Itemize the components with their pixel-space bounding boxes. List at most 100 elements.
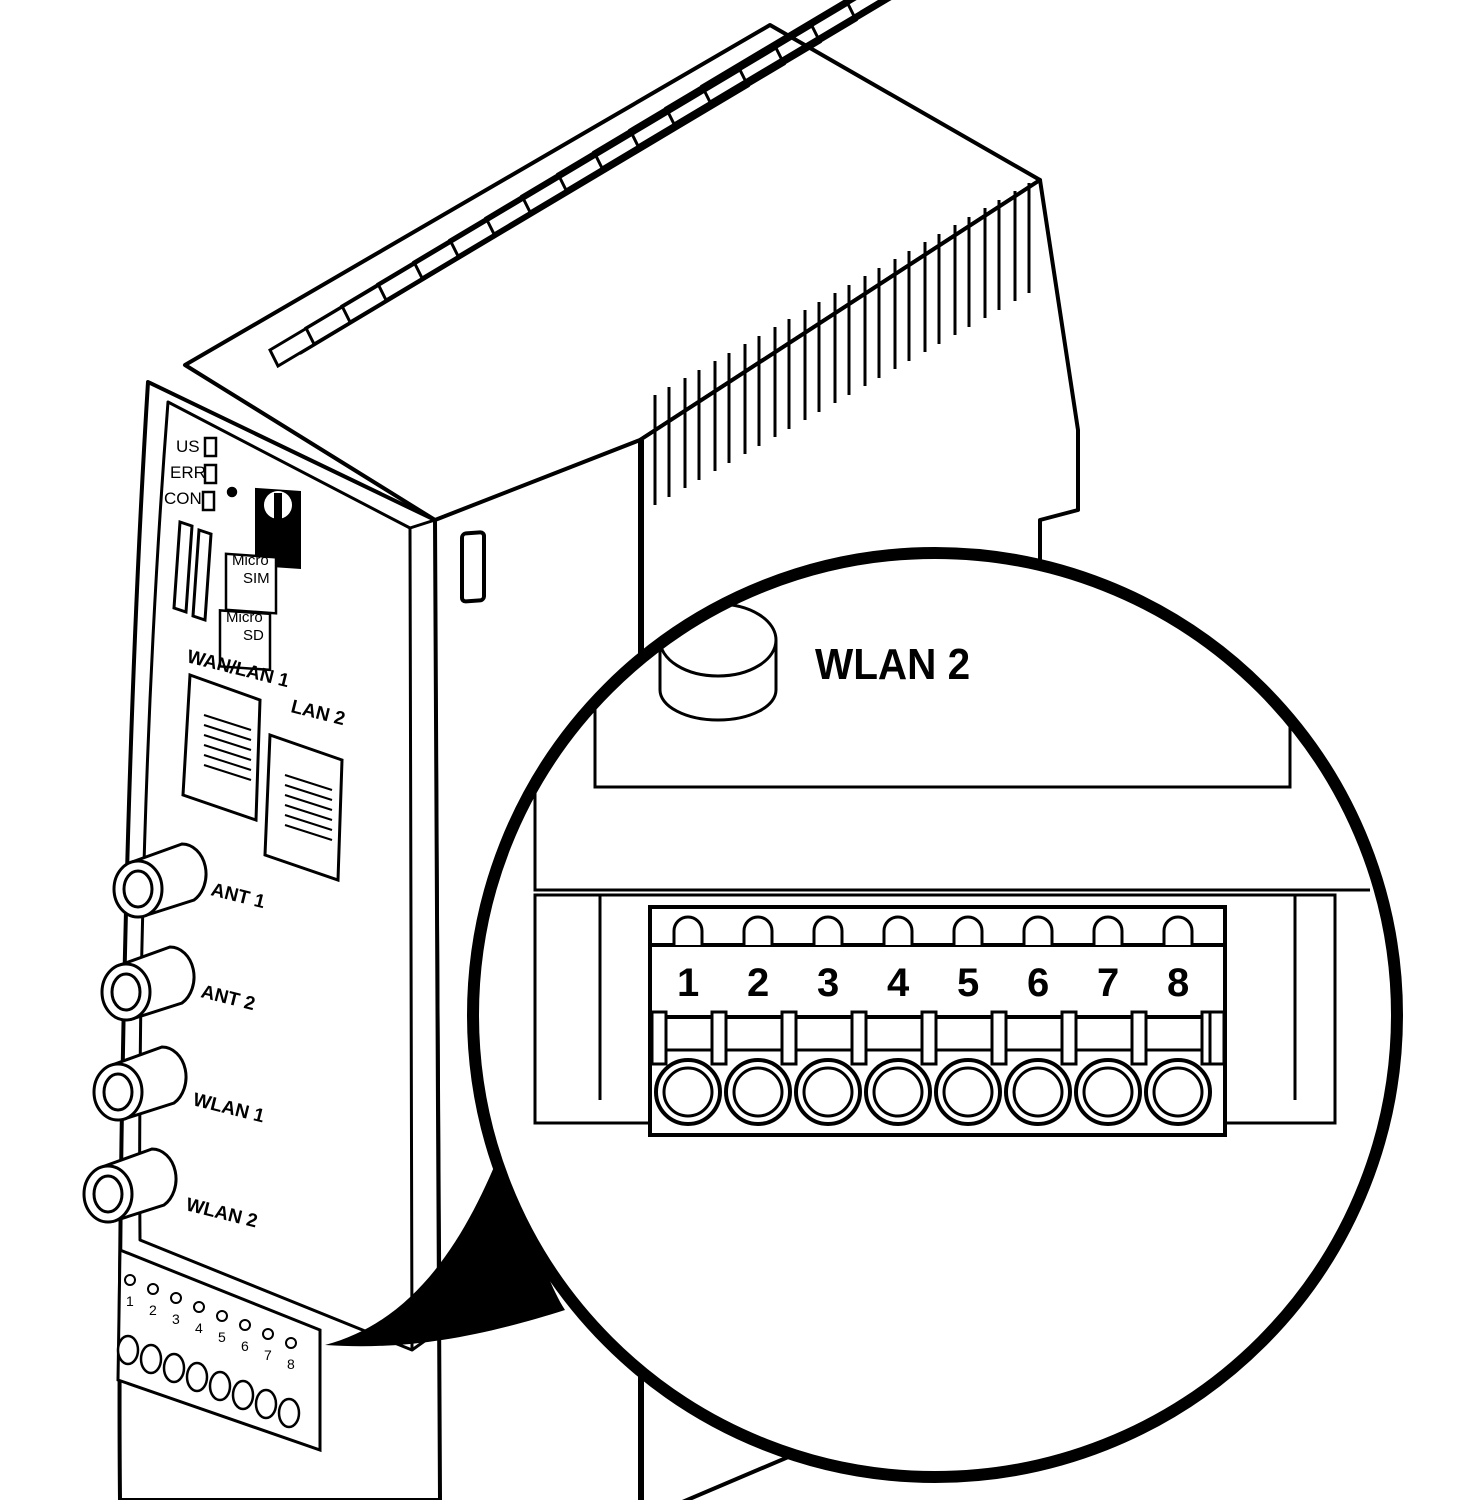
terminal-screw[interactable] [864,1058,932,1126]
terminal-release-tab[interactable] [850,1010,868,1066]
terminal-release-tab[interactable] [920,1010,938,1066]
terminal-contact [812,915,844,945]
side-rib [983,200,1001,318]
side-rib [743,336,761,454]
antenna-connector-icon[interactable] [100,945,196,1022]
side-ribs [653,183,1031,505]
brand-logo [255,487,301,570]
terminal-number: 8 [287,1356,295,1372]
terminal-number: 5 [957,961,979,1005]
cooling-fin-slot [731,0,884,91]
side-rib [653,387,671,505]
terminal-screw[interactable] [208,1370,232,1402]
terminal-contact [1162,915,1194,945]
terminal-screw[interactable] [139,1343,163,1375]
cooling-fin [592,0,887,171]
terminal-screw[interactable] [1004,1058,1072,1126]
side-rib [893,251,911,369]
terminal-number: 5 [218,1329,226,1345]
terminal-screw[interactable] [185,1361,209,1393]
terminal-screw[interactable] [116,1334,140,1366]
side-rib [713,353,731,471]
terminal-screw[interactable] [1144,1058,1212,1126]
led-indicator [203,463,218,485]
detail-title: WLAN 2 [815,639,970,688]
terminal-screw[interactable] [794,1058,862,1126]
terminal-number: 1 [126,1293,134,1309]
terminal-screw[interactable] [1074,1058,1142,1126]
terminal-screw[interactable] [254,1388,278,1420]
lan-port[interactable] [263,732,344,883]
sim-slot[interactable] [172,519,194,615]
terminal-contact [193,1301,205,1313]
led-err: ERR [170,463,218,485]
ethernet-ports: WAN/LAN 1 LAN 2 [181,646,347,883]
terminal-contact [952,915,984,945]
side-rib [923,234,941,352]
terminal-number: 2 [149,1302,157,1318]
svg-text:SIM: SIM [243,570,270,587]
terminal-contact [147,1283,159,1295]
terminal-release-tab[interactable] [710,1010,728,1066]
sd-slot[interactable] [191,527,213,623]
cooling-fin [700,0,885,105]
terminal-screw[interactable] [277,1397,301,1429]
terminal-release-tab[interactable] [1130,1010,1148,1066]
terminal-screw[interactable] [231,1379,255,1411]
terminal-contact [170,1292,182,1304]
terminal-contact [1092,915,1124,945]
cooling-fin [628,0,887,149]
led-group: US ERR CON [164,436,238,512]
terminal-release-tab[interactable] [990,1010,1008,1066]
terminal-screw[interactable] [654,1058,722,1126]
antenna-connectors [82,842,208,1224]
cooling-fin [664,0,886,127]
terminal-contact [285,1337,297,1349]
terminal-number: 8 [1167,961,1189,1005]
terminal-number: 7 [1097,961,1119,1005]
terminal-release-tab[interactable] [650,1010,668,1066]
terminal-release-tab[interactable] [1060,1010,1078,1066]
side-rib [773,319,791,437]
led-label: US [176,437,200,456]
terminal-contact [1022,915,1054,945]
terminal-release-tab[interactable] [1208,1010,1226,1066]
reset-button[interactable] [226,486,238,498]
terminal-contact [742,915,774,945]
terminal-number: 4 [887,961,910,1005]
side-rib [683,370,701,488]
side-rib [1013,183,1031,301]
led-us: US [176,436,218,458]
terminal-number: 3 [817,961,839,1005]
terminal-number: 1 [677,961,699,1005]
side-rib [833,285,851,403]
terminal-release-tab[interactable] [780,1010,798,1066]
terminal-number: 6 [241,1338,249,1354]
terminal-screw[interactable] [162,1352,186,1384]
side-rib [953,217,971,335]
led-label: CON [164,489,202,508]
card-slots: Micro SIM Micro SD [172,519,278,672]
wan-port[interactable] [181,672,262,823]
antenna-connector-icon[interactable] [112,842,208,919]
led-con: CON [164,489,216,512]
led-indicator [201,490,216,512]
terminal-number: 3 [172,1311,180,1327]
terminal-screw[interactable] [934,1058,1002,1126]
micro-sim-label: Micro SIM [224,552,278,615]
micro-sd-label: Micro SD [218,609,272,672]
terminal-contact [672,915,704,945]
svg-text:Micro: Micro [226,609,263,626]
antenna-connector-icon[interactable] [92,1045,188,1122]
terminal-screw[interactable] [724,1058,792,1126]
cooling-fins [268,0,892,369]
front-panel [117,380,442,1502]
terminal-contact [216,1310,228,1322]
antenna-connector-icon[interactable] [82,1147,178,1224]
svg-text:Micro: Micro [232,552,269,569]
terminal-number: 6 [1027,961,1049,1005]
